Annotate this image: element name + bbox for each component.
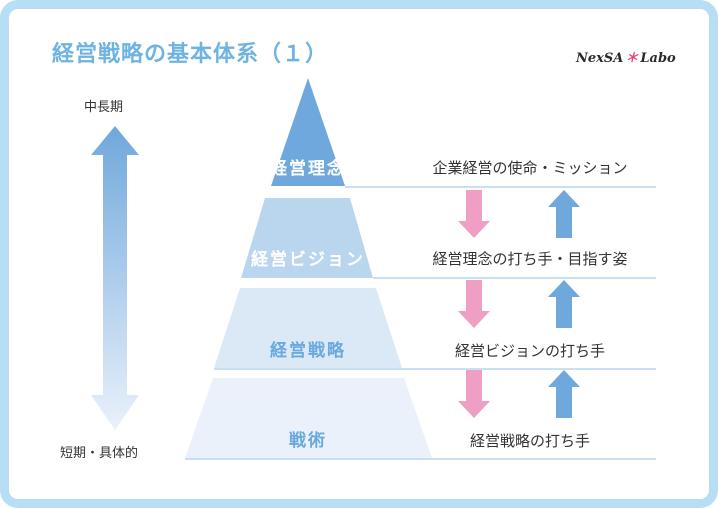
- page-title: 経営戦略の基本体系（１）: [52, 42, 329, 67]
- down-arrow-icon: [458, 190, 490, 238]
- up-arrow-icon: [548, 280, 580, 328]
- tier-2-description: 経営理念の打ち手・目指す姿: [432, 250, 628, 268]
- timeline-top-label: 中長期: [84, 100, 124, 115]
- tier-3-description: 経営ビジョンの打ち手: [454, 342, 605, 360]
- pyramid-tier-2-shape: [241, 198, 373, 278]
- pyramid-tier-4-shape: [185, 378, 432, 458]
- brand-logo: NexSA＊Labo: [576, 47, 676, 66]
- brand-name-left: NexSA: [576, 51, 624, 66]
- timeline-bottom-label: 短期・具体的: [60, 446, 139, 461]
- brand-star-icon: ＊: [625, 51, 639, 66]
- pyramid-tier-3-label: 経営戦略: [270, 341, 346, 361]
- pyramid-tier-4-label: 戦術: [289, 431, 327, 451]
- pyramid-tier-2-label: 経営ビジョン: [251, 250, 365, 270]
- up-arrow-icon: [548, 190, 580, 238]
- brand-name-right: Labo: [640, 51, 676, 66]
- down-arrow-icon: [458, 280, 490, 328]
- tier-4-description: 経営戦略の打ち手: [469, 432, 590, 450]
- pyramid-tier-1-shape: [271, 78, 345, 186]
- pyramid-tier-3-shape: [214, 288, 402, 368]
- down-arrow-icon: [458, 370, 490, 418]
- timeline-double-arrow: [91, 126, 139, 430]
- up-arrow-icon: [548, 370, 580, 418]
- tier-1-description: 企業経営の使命・ミッション: [432, 159, 628, 177]
- pyramid-tier-1-label: 経営理念: [270, 159, 346, 179]
